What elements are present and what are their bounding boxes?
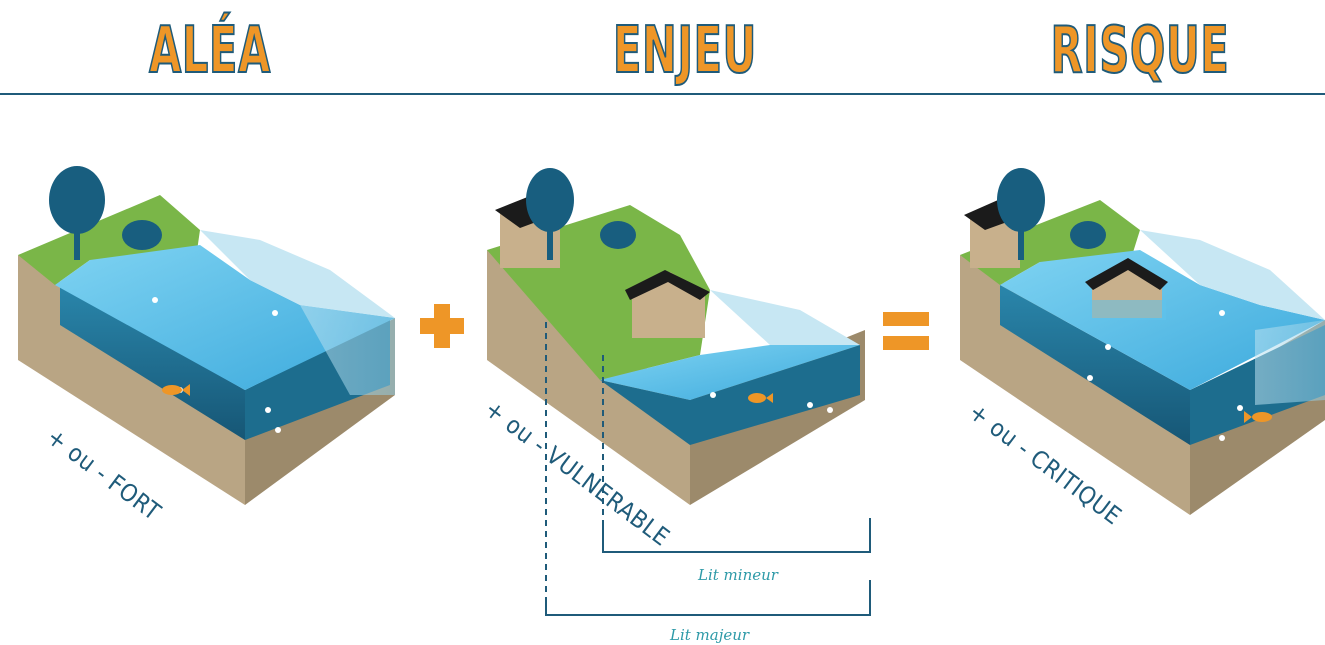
tree-icon: [526, 168, 574, 260]
flooded-house-icon: [1085, 258, 1168, 320]
soil-front: [487, 250, 690, 505]
block-enjeu: [487, 168, 871, 616]
water-surface: [600, 345, 860, 400]
water-surface: [55, 245, 395, 390]
block-alea: [18, 166, 395, 505]
fish-icon: [1244, 411, 1272, 423]
header-risque: Risque: [1050, 13, 1230, 89]
plus-operator: [420, 304, 464, 348]
major-bed-bracket: [545, 580, 871, 616]
minor-bed-label: Lit mineur: [698, 566, 778, 584]
deep-water-face: [1000, 285, 1190, 445]
tree-icon: [997, 168, 1045, 260]
deep-water-face: [600, 380, 690, 445]
header-enjeu: Enjeu: [612, 13, 758, 89]
right-slope: [200, 230, 395, 318]
house-icon: [625, 270, 710, 338]
bush-icon: [600, 221, 636, 249]
bush-icon: [1070, 221, 1106, 249]
header-alea: Aléa: [148, 13, 271, 89]
minor-bed-bracket: [602, 518, 871, 553]
right-slope: [1140, 230, 1325, 320]
header-divider: [0, 93, 1325, 95]
equals-operator: [883, 312, 929, 350]
bush-icon: [122, 220, 162, 250]
fish-icon: [748, 393, 773, 403]
deep-water-side: [690, 345, 860, 445]
major-bed-label: Lit majeur: [670, 626, 750, 644]
block-risque: [960, 168, 1325, 515]
glass-wall: [1255, 320, 1325, 405]
deep-water-face: [60, 285, 245, 440]
glass-wall: [300, 305, 395, 395]
tree-icon: [49, 166, 105, 260]
fish-icon: [162, 384, 190, 396]
right-slope: [710, 290, 860, 345]
